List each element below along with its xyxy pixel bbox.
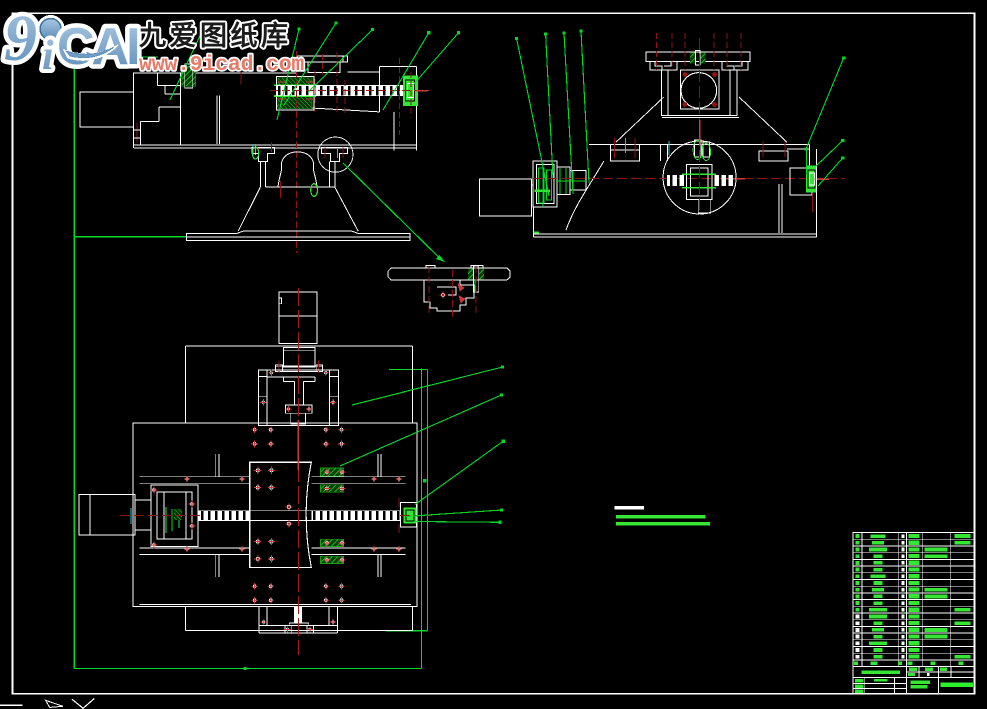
svg-text:CAI: CAI	[57, 18, 138, 76]
svg-text:i: i	[42, 33, 54, 79]
svg-text:www.9icad.com: www.9icad.com	[139, 53, 304, 77]
svg-text:9: 9	[4, 2, 37, 75]
svg-text:九爱图纸库: 九爱图纸库	[139, 20, 292, 51]
